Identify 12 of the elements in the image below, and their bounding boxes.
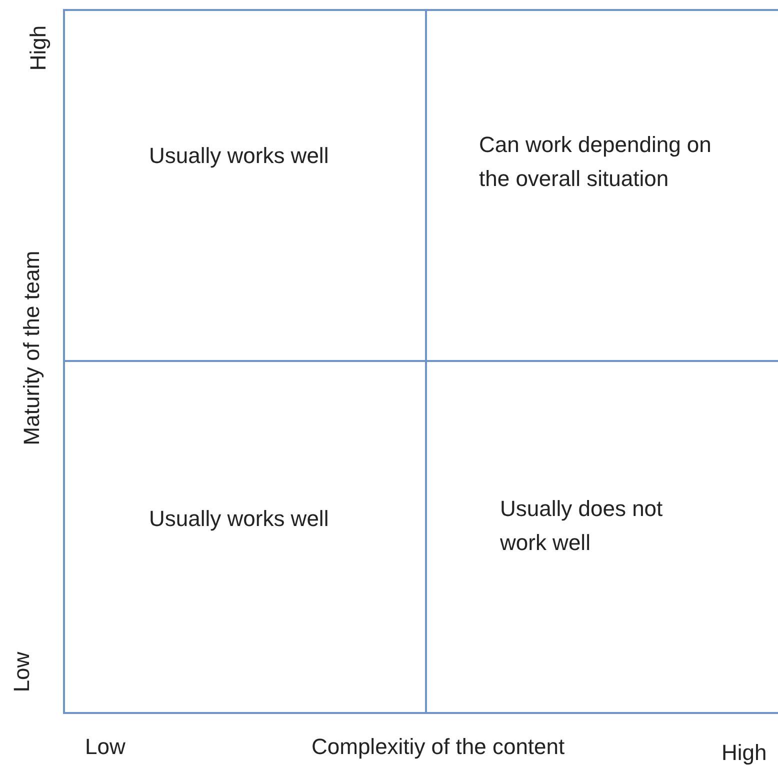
quadrant-text: Usually does not work well	[500, 495, 664, 557]
axis-title: Maturity of the team	[19, 250, 46, 446]
quadrant-text: Usually works well	[149, 505, 330, 533]
axis-title: Complexitiy of the content	[312, 734, 565, 760]
axis-label: Low	[85, 734, 126, 760]
quadrant-cell	[63, 360, 427, 714]
axis-label: High	[722, 740, 767, 766]
axis-label: Low	[9, 652, 36, 692]
quadrant-text: Usually works well	[149, 142, 330, 170]
quadrant-cell	[63, 9, 427, 362]
axis-label: High	[25, 25, 52, 71]
quadrant-text: Can work depending on the overall situation	[479, 131, 712, 193]
